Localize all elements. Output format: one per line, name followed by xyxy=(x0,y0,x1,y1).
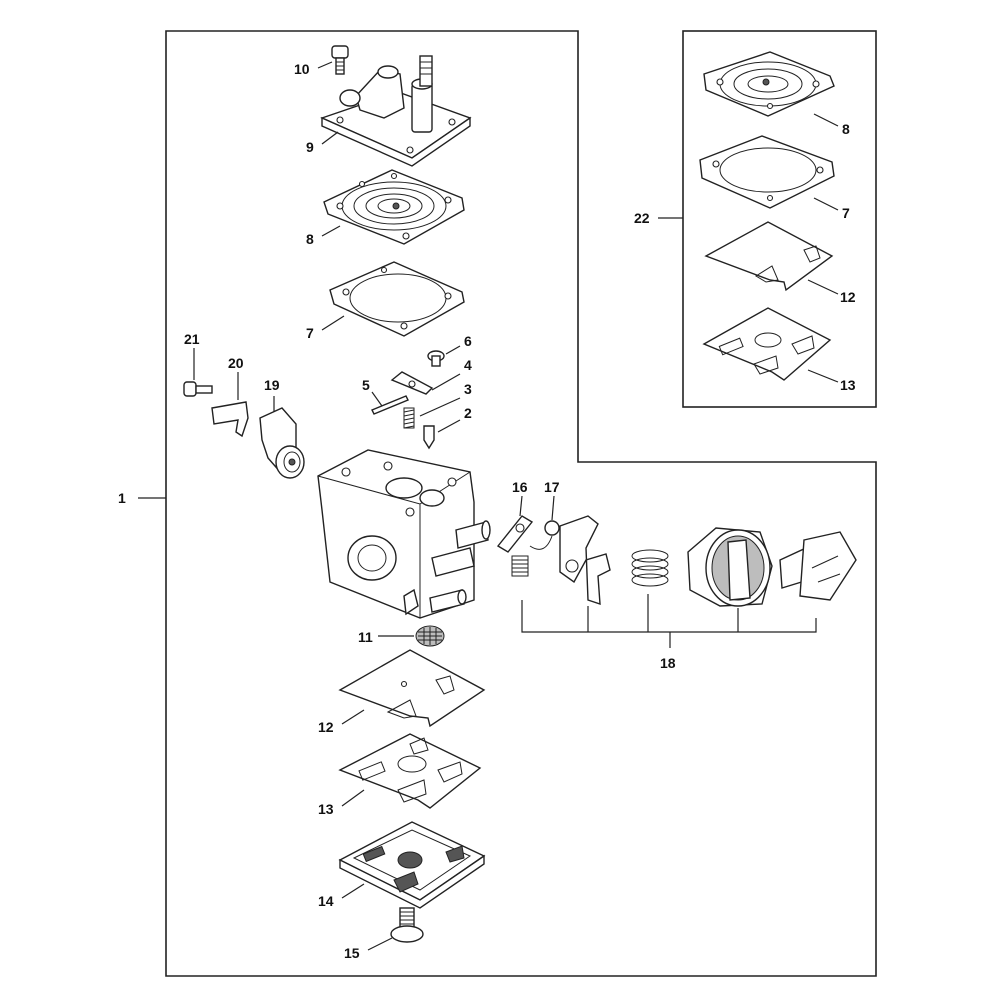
callout-22: 22 xyxy=(634,210,650,226)
adjuster-19-icon xyxy=(259,407,305,479)
screw-15-icon xyxy=(390,907,424,943)
knob-18d-icon xyxy=(687,527,773,607)
kit-gasket-7-icon xyxy=(699,135,835,209)
kit-callout-7: 7 xyxy=(842,205,850,221)
filter-screen-11-icon xyxy=(415,625,445,647)
callout-2: 2 xyxy=(464,405,472,421)
pump-cover-9-icon xyxy=(320,55,472,167)
callout-21: 21 xyxy=(184,331,200,347)
callout-5: 5 xyxy=(362,377,370,393)
spring-17-icon xyxy=(529,520,560,550)
kit-callout-8: 8 xyxy=(842,121,850,137)
spring-18c-icon xyxy=(631,549,669,587)
callout-10: 10 xyxy=(294,61,310,77)
kit-diaphragm-8-icon xyxy=(703,51,835,117)
callout-6: 6 xyxy=(464,333,472,349)
carburetor-body-icon xyxy=(317,449,491,619)
callout-4: 4 xyxy=(464,357,472,373)
callout-15: 15 xyxy=(344,945,360,961)
diaphragm-8-icon xyxy=(323,169,465,245)
bracket-20-icon xyxy=(211,401,249,438)
lever-4-icon xyxy=(390,371,434,395)
spring-3-icon xyxy=(403,407,415,429)
callout-13: 13 xyxy=(318,801,334,817)
screw-10-icon xyxy=(331,45,349,75)
cap-18e-icon xyxy=(779,531,857,601)
callout-3: 3 xyxy=(464,381,472,397)
needle-2-icon xyxy=(423,425,435,450)
lever-16-icon xyxy=(496,515,534,553)
kit-gasket-13-icon xyxy=(702,307,832,381)
screw-6-icon xyxy=(427,350,445,367)
gasket-12-icon xyxy=(338,649,486,728)
assembly-frame xyxy=(165,30,877,977)
gasket-7-icon xyxy=(329,261,465,337)
callout-14: 14 xyxy=(318,893,334,909)
callout-11: 11 xyxy=(358,629,373,645)
callout-20: 20 xyxy=(228,355,244,371)
callout-12: 12 xyxy=(318,719,334,735)
callout-16: 16 xyxy=(512,479,528,495)
gasket-13-icon xyxy=(338,733,482,809)
callout-9: 9 xyxy=(306,139,314,155)
callout-18: 18 xyxy=(660,655,676,671)
callout-19: 19 xyxy=(264,377,280,393)
kit-callout-12: 12 xyxy=(840,289,856,305)
screw-21-icon xyxy=(183,381,213,397)
kit-callout-13: 13 xyxy=(840,377,856,393)
kit-frame xyxy=(682,30,877,408)
kit-gasket-12-icon xyxy=(704,221,834,292)
callout-1: 1 xyxy=(118,490,126,506)
lever-18b-icon xyxy=(559,515,611,605)
pin-5-icon xyxy=(371,395,409,415)
callout-17: 17 xyxy=(544,479,560,495)
callout-8: 8 xyxy=(306,231,314,247)
spring-18a-icon xyxy=(511,555,529,577)
bottom-cover-14-icon xyxy=(338,821,486,909)
group-bracket-18 xyxy=(521,594,817,648)
callout-7: 7 xyxy=(306,325,314,341)
